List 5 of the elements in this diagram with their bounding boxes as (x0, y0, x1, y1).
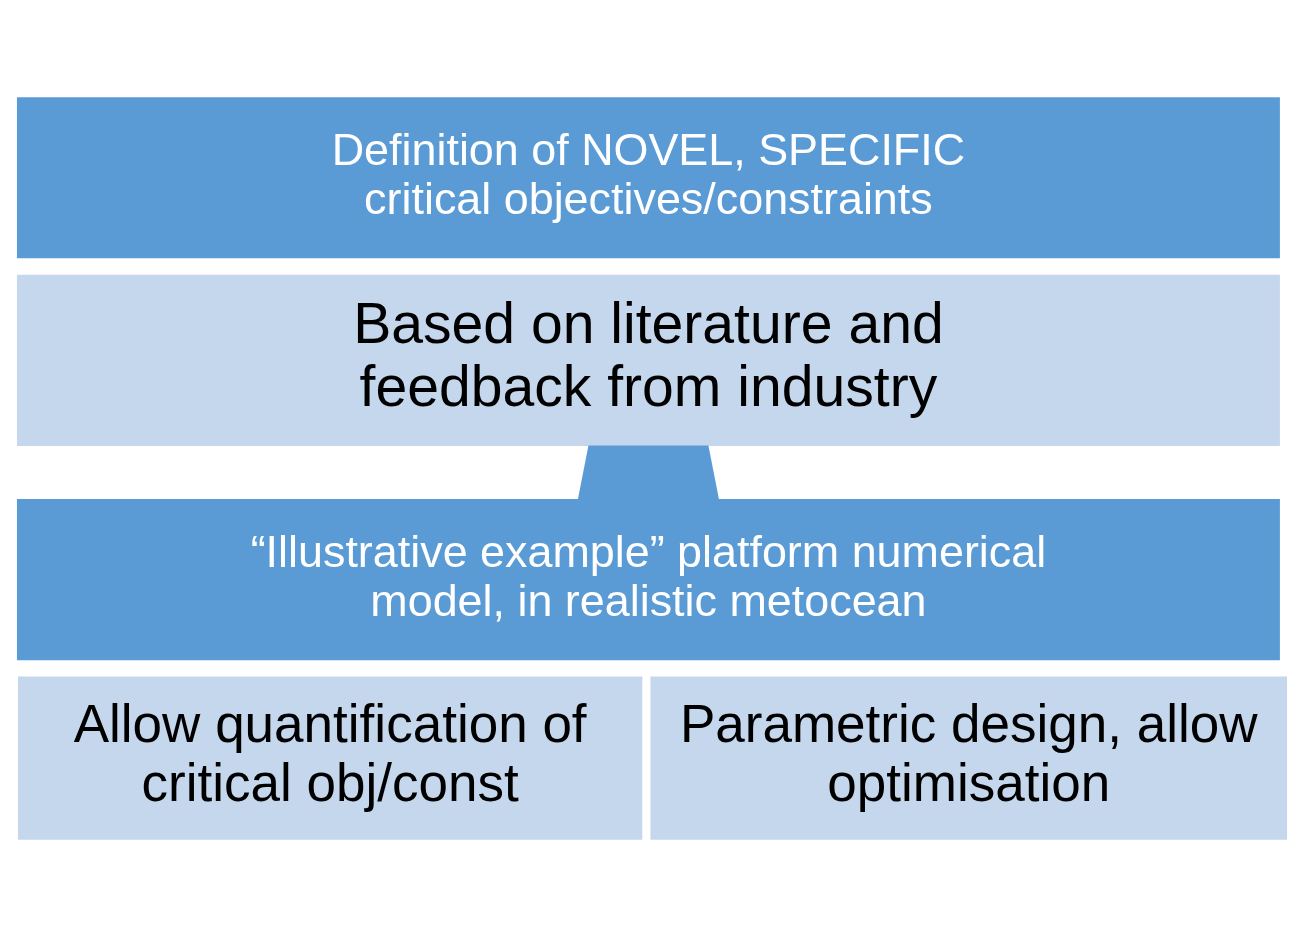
node-box: Based on literature and feedback from industry (16, 274, 1280, 447)
node-box: Definition of NOVEL, SPECIFIC critical objectives/constraints (16, 97, 1280, 259)
node-box: “Illustrative example” platform numerical model, in realistic metocean (16, 499, 1280, 661)
node-box: Allow quantification of critical obj/const (17, 676, 643, 840)
node-box: Parametric design, allow optimisation (650, 676, 1288, 840)
